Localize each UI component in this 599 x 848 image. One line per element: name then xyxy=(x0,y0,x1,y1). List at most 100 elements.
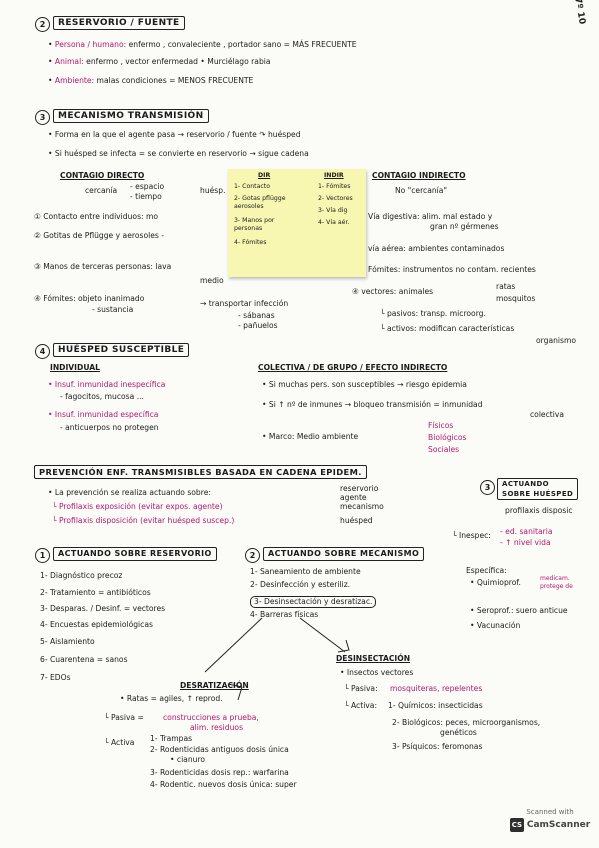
text: • Ratas = agiles, ↑ reprod. xyxy=(120,694,223,703)
text: alim. residuos xyxy=(190,723,244,732)
sticky-item: 3- Manos por xyxy=(234,217,275,224)
list-item: 2- Desinfección y esteriliz. xyxy=(250,580,351,589)
text: Físicos xyxy=(428,421,454,430)
text: profilaxis disposic xyxy=(505,506,573,515)
text: ratas xyxy=(496,282,516,291)
text: organismo xyxy=(536,336,577,345)
text: SOBRE HUÉSPED xyxy=(502,490,574,498)
reservoir-line-1: • Persona / humano: enfermo , convalecie… xyxy=(48,40,357,49)
text: ACTUANDO xyxy=(502,480,550,488)
sticky-item: 4- Vía aér. xyxy=(318,219,350,226)
sticky-item: 1- Contacto xyxy=(234,183,270,190)
text: 4- Rodentic. nuevos dosis única: super xyxy=(150,780,297,789)
list-item: 1- Saneamiento de ambiente xyxy=(250,567,361,576)
sticky-note: DIR INDIR 1- Contacto 2- Gotas pflügge a… xyxy=(228,169,366,277)
text: Sociales xyxy=(428,445,460,454)
section-number: 3 xyxy=(35,110,50,125)
mechanism-line-1: • Forma en la que el agente pasa → reser… xyxy=(48,130,301,139)
sticky-item: 1- Fómites xyxy=(318,183,351,190)
text: gran nº gérmenes xyxy=(430,222,499,231)
text: medicam. xyxy=(540,575,570,582)
section-number: 3 xyxy=(480,480,495,495)
text: CamScanner xyxy=(526,820,591,830)
text: 1- Trampas xyxy=(150,734,193,743)
section-title-actuando-mecanismo: ACTUANDO SOBRE MECANISMO xyxy=(263,547,425,561)
text: - pañuelos xyxy=(238,321,278,330)
direct-item: ② Gotitas de Pflügge y aerosoles - xyxy=(34,231,164,240)
text: - espacio xyxy=(130,182,165,191)
list-item: 2- Tratamiento = antibióticos xyxy=(40,588,151,597)
text: agente xyxy=(340,493,367,502)
sticky-item: aerosoles xyxy=(234,203,264,210)
list-item: 5- Aislamiento xyxy=(40,637,95,646)
text: - sustancia xyxy=(92,305,134,314)
collective-item: • Si muchas pers. son susceptibles → rie… xyxy=(262,380,467,389)
text: 2- Biológicos: peces, microorganismos, xyxy=(392,718,541,727)
collective-item: • Marco: Medio ambiente xyxy=(262,432,359,441)
text: Scanned with xyxy=(526,808,574,816)
section-number: 2 xyxy=(245,548,260,563)
text: mosquitos xyxy=(496,294,536,303)
section-title-actuando-reservorio: ACTUANDO SOBRE RESERVORIO xyxy=(53,547,217,561)
direct-contagion-heading: CONTAGIO DIRECTO xyxy=(60,171,145,180)
prevention-line: • La prevención se realiza actuando sobr… xyxy=(48,488,211,497)
individual-heading: INDIVIDUAL xyxy=(50,363,100,372)
section-title-reservorio: RESERVORIO / FUENTE xyxy=(53,16,185,30)
section-title-huesped: HUÉSPED SUSCEPTIBLE xyxy=(53,343,190,357)
text: huésped xyxy=(340,516,373,525)
text: Específica: xyxy=(466,566,507,575)
list-item: 6- Cuarentena = sanos xyxy=(40,655,128,664)
collective-item: • Si ↑ nº de inmunes → bloqueo transmisi… xyxy=(262,400,483,409)
reservoir-line-3: • Ambiente: malas condiciones = MENOS FR… xyxy=(48,76,254,85)
text: - anticuerpos no protegen xyxy=(60,423,159,432)
list-item: 3- Desinsectación y desratizac. xyxy=(250,596,377,608)
text: protege de xyxy=(540,583,573,590)
text: 1- Químicos: insecticidas xyxy=(388,701,483,710)
indirect-contagion-heading: CONTAGIO INDIRECTO xyxy=(372,171,466,180)
list-item: 7- EDOs xyxy=(40,673,71,682)
camscanner-logo-icon: CS xyxy=(509,818,524,832)
text: huésp. xyxy=(200,186,226,195)
prevention-title: PREVENCIÓN ENF. TRANSMISIBLES BASADA EN … xyxy=(34,465,367,479)
direct-item: ④ Fómites: objeto inanimado xyxy=(34,294,145,303)
list-item: 4- Encuestas epidemiológicas xyxy=(40,620,153,629)
text: └ Activa: xyxy=(344,701,378,710)
individual-item: • Insuf. inmunidad inespecífica xyxy=(48,380,166,389)
prevention-line: └ Profilaxis exposición (evitar expos. a… xyxy=(52,502,223,511)
text: → transportar infección xyxy=(200,299,289,308)
prevention-line: └ Profilaxis disposición (evitar huésped… xyxy=(52,516,235,525)
indirect-item: ④ vectores: animales xyxy=(352,287,434,296)
text: colectiva xyxy=(530,410,565,419)
text: Biológicos xyxy=(428,433,467,442)
reservoir-line-2: • Animal: enfermo , vector enfermedad • … xyxy=(48,57,271,66)
indirect-item: Vía digestiva: alim. mal estado y xyxy=(368,212,493,221)
text: - ed. sanitaria xyxy=(500,527,553,536)
sticky-heading-indir: INDIR xyxy=(324,172,344,179)
text: └ Inespec: xyxy=(452,531,491,540)
text: - tiempo xyxy=(130,192,162,201)
section-number: 4 xyxy=(35,344,50,359)
desinsectacion-heading: DESINSECTACIÓN xyxy=(336,654,411,663)
text: - ↑ nivel vida xyxy=(500,538,551,547)
indirect-item: Fómites: instrumentos no contam. recient… xyxy=(368,265,536,274)
sticky-item: 3- Vía dig xyxy=(318,207,348,214)
text: 2- Rodenticidas antiguos dosis única xyxy=(150,745,289,754)
text: 3- Psíquicos: feromonas xyxy=(392,742,483,751)
collective-heading: COLECTIVA / DE GRUPO / EFECTO INDIRECTO xyxy=(258,363,448,372)
indirect-item: └ pasivos: transp. microorg. xyxy=(380,309,486,318)
text: reservorio xyxy=(340,484,379,493)
text: • Insectos vectores xyxy=(340,668,414,677)
section-title-mecanismo: MECANISMO TRANSMISIÓN xyxy=(53,109,209,123)
section-title-huesped-action: ACTUANDO SOBRE HUÉSPED xyxy=(497,478,579,500)
desratizacion-heading: DESRATIZACIÓN xyxy=(180,681,249,690)
text: - sábanas xyxy=(238,311,275,320)
direct-item: ① Contacto entre individuos: mo xyxy=(34,212,159,221)
text: mosquiteras, repelentes xyxy=(390,684,483,693)
sticky-item: personas xyxy=(234,225,263,232)
text: • Quimioprof. xyxy=(470,578,521,587)
text: • Seroprof.: suero anticue xyxy=(470,606,568,615)
list-item: 1- Diagnóstico precoz xyxy=(40,571,123,580)
section-number: 2 xyxy=(35,17,50,32)
list-item: 3- Desparas. / Desinf. = vectores xyxy=(40,604,166,613)
